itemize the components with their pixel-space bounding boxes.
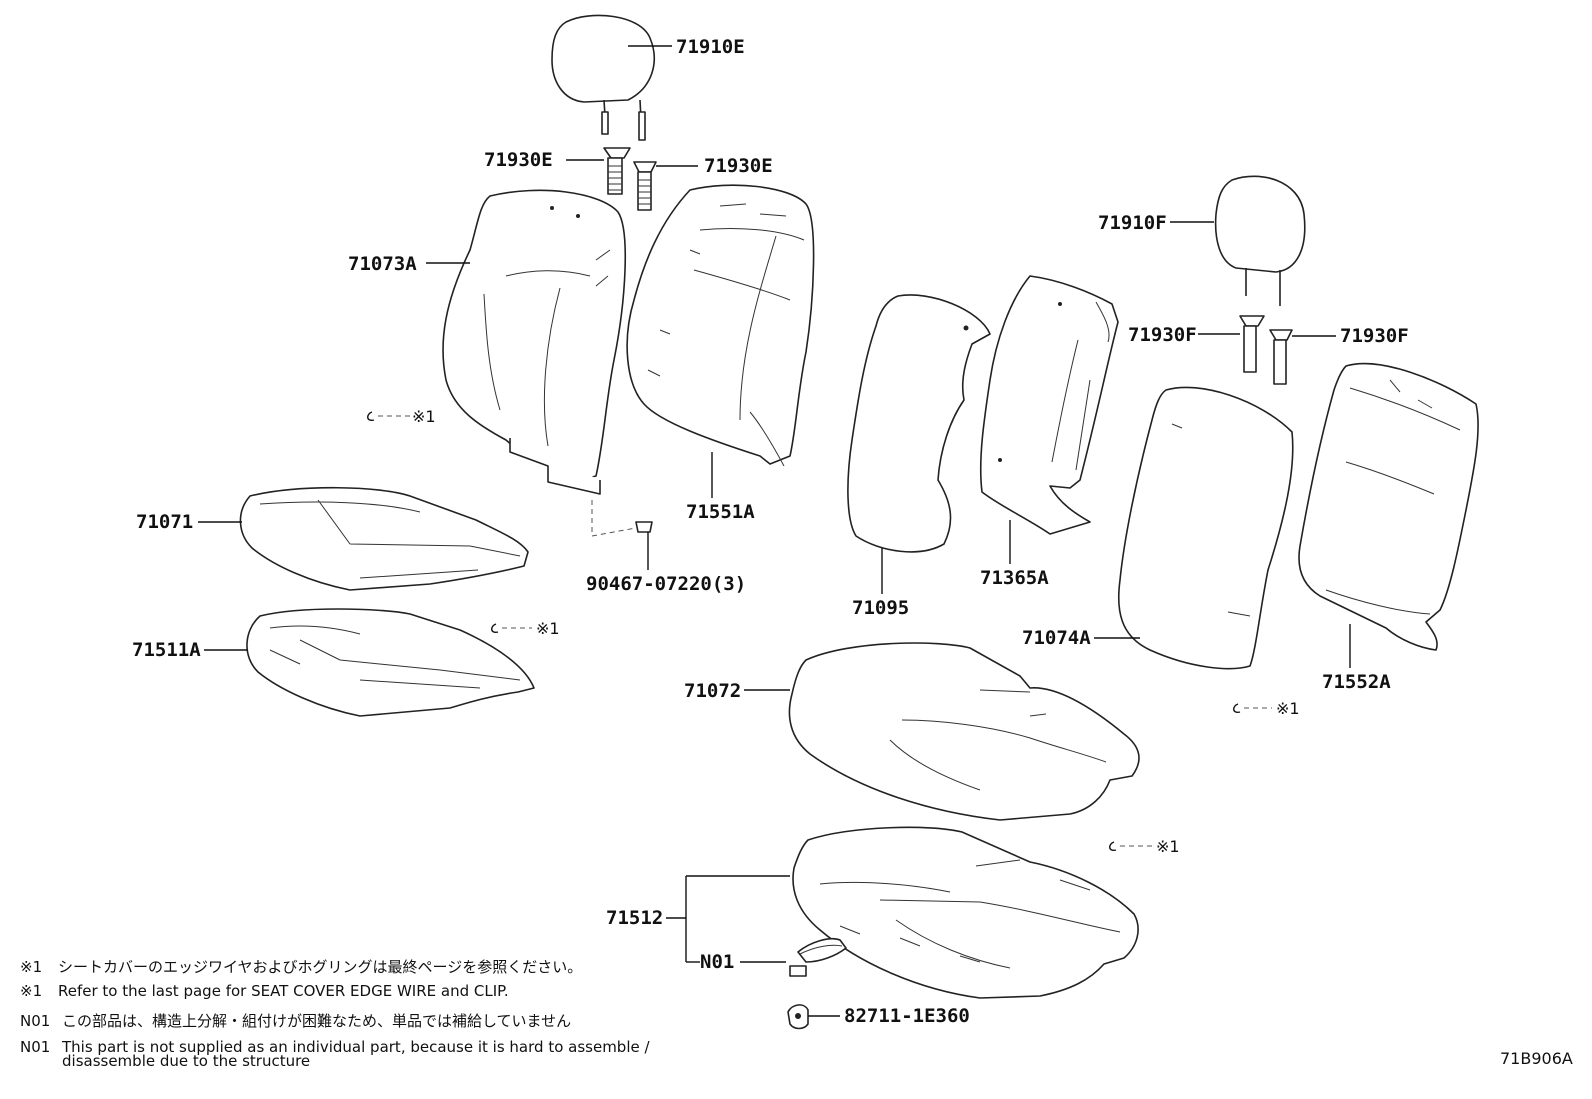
label-71910e[interactable]: 71910E [676,36,745,58]
label-71551a[interactable]: 71551A [686,501,755,523]
bolt-90467[interactable] [635,521,653,533]
label-71930e-right[interactable]: 71930E [704,155,773,177]
label-71552a[interactable]: 71552A [1322,671,1391,693]
label-n01[interactable]: N01 [700,951,734,973]
side-pad-71095[interactable] [847,294,991,553]
label-71910f[interactable]: 71910F [1098,212,1167,234]
clip-ref-3: ※1 [1233,699,1300,718]
headrest-71910f[interactable] [1214,175,1306,306]
headrest-support-71930f-left[interactable] [1239,315,1265,373]
label-71511a[interactable]: 71511A [132,639,201,661]
label-71930f-left[interactable]: 71930F [1128,324,1197,346]
seat-cushion-pad-71072[interactable] [788,642,1140,821]
clip-ref-4: ※1 [1109,837,1180,856]
label-71930f-right[interactable]: 71930F [1340,325,1409,347]
label-71072[interactable]: 71072 [684,680,741,702]
trim-panel-71365a[interactable] [979,275,1119,535]
seat-back-cover-71551a[interactable] [626,184,815,467]
clip-ref-1: ※1 [367,407,436,426]
label-71930e-left[interactable]: 71930E [484,149,553,171]
headrest-support-71930e-left[interactable] [603,147,631,195]
svg-text:※1: ※1 [1276,699,1300,718]
note-ref-mark: ※1 [20,958,42,976]
connector-82711[interactable] [787,1004,809,1030]
note-n01-jp: この部品は、構造上分解・組付けが困難なため、単品では補給していません [62,1012,571,1030]
svg-text:※1: ※1 [412,407,436,426]
label-71095[interactable]: 71095 [852,597,909,619]
seat-cushion-cover-71512[interactable] [792,826,1139,999]
headrest-support-71930f-right[interactable] [1269,329,1293,385]
headrest-71910e[interactable] [551,14,655,141]
seat-cushion-cover-71511a[interactable] [246,608,535,717]
note-n01-en-2: disassemble due to the structure [62,1052,310,1070]
label-71074a[interactable]: 71074A [1022,627,1091,649]
harness-n01[interactable] [789,937,847,977]
svg-text:※1: ※1 [536,619,560,638]
clip-ref-2: ※1 [491,619,560,638]
seat-back-pad-71074a[interactable] [1117,386,1294,670]
label-71365a[interactable]: 71365A [980,567,1049,589]
note-ref-jp: シートカバーのエッジワイヤおよびホグリングは最終ページを参照ください。 [58,958,582,976]
note-n01-en-1: This part is not supplied as an individu… [61,1038,650,1056]
label-90467[interactable]: 90467-07220(3) [586,573,746,595]
svg-text:※1: ※1 [1156,837,1180,856]
note-n01-mark: N01 [20,1012,50,1030]
label-71073a[interactable]: 71073A [348,253,417,275]
notes: ※1 シートカバーのエッジワイヤおよびホグリングは最終ページを参照ください。 ※… [20,958,650,1070]
label-82711[interactable]: 82711-1E360 [844,1005,970,1027]
note-ref-mark-2: ※1 [20,982,42,1000]
seat-back-pad-71073a[interactable] [442,189,627,495]
diagram-id: 71B906A [1500,1049,1573,1068]
seat-back-cover-71552a[interactable] [1298,362,1479,651]
label-71512[interactable]: 71512 [606,907,663,929]
note-n01-mark-2: N01 [20,1038,50,1056]
note-ref-en: Refer to the last page for SEAT COVER ED… [58,982,509,1000]
headrest-support-71930e-right[interactable] [633,161,657,211]
seat-cushion-pad-71071[interactable] [239,486,529,591]
label-71071[interactable]: 71071 [136,511,193,533]
